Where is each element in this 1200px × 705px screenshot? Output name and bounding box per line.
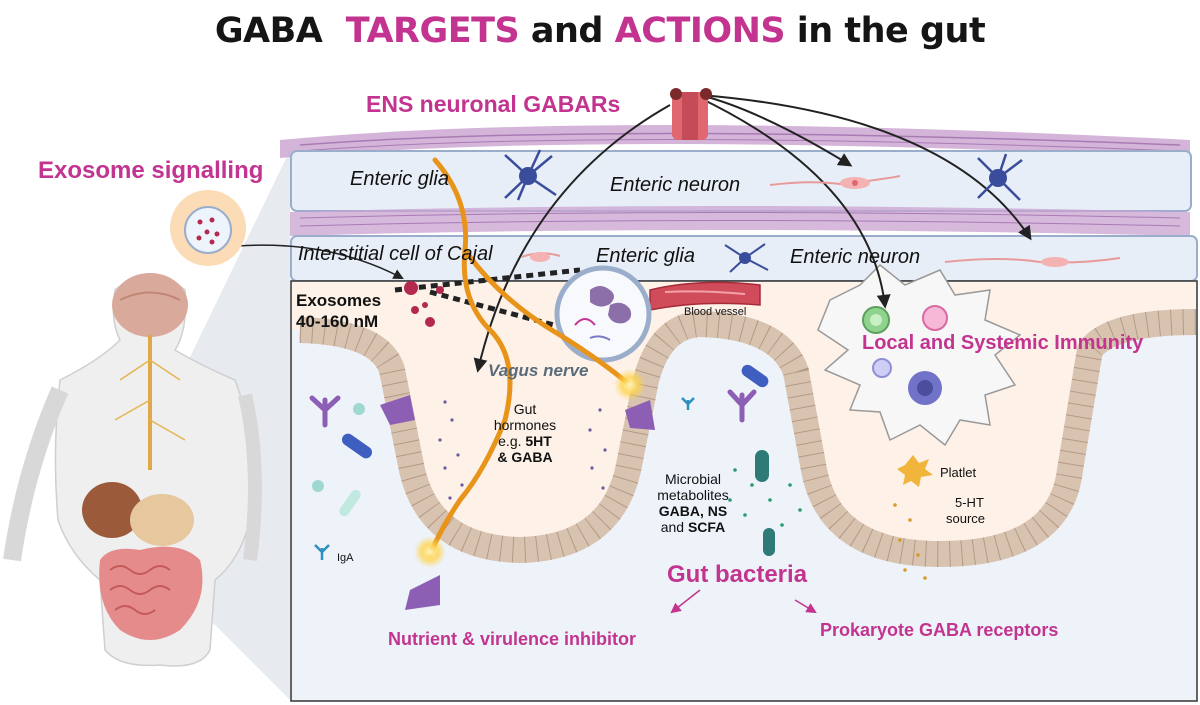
enteric-neuron-top-label: Enteric neuron [610, 174, 741, 196]
icc-label: Interstitial cell of Cajal [298, 243, 493, 265]
ht-source-line2: source [946, 511, 986, 526]
vagus-nerve-label: Vagus nerve [488, 361, 589, 380]
microbial-scfa: SCFA [687, 519, 726, 535]
blood-vessel-label: Blood vessel [684, 306, 747, 318]
microbial-line2: metabolites [657, 487, 729, 503]
platelet [897, 455, 933, 487]
bacteria-arrows [670, 589, 817, 614]
diagram-title: GABA TARGETS and ACTIONS in the gut [0, 12, 1200, 51]
gabar-channel [670, 88, 712, 140]
serotonin-particles [893, 503, 927, 580]
gut-hormones-5ht: 5HT [525, 433, 552, 449]
enteric-glia-top-label: Enteric glia [350, 168, 449, 190]
microbial-line1: Microbial [664, 471, 721, 487]
metabolite-particles [728, 468, 802, 527]
enteric-glia-top-cell [504, 149, 557, 201]
vagus-nerve [427, 157, 633, 558]
title-part-gut: in the gut [796, 11, 986, 51]
enteric-neuron-top-cell [769, 175, 901, 189]
gut-hormones-line2: hormones [493, 417, 557, 433]
gut-bacteria-label: Gut bacteria [667, 561, 808, 588]
ht-source-line1: 5-HT [955, 495, 984, 510]
exosome-signalling-icon [170, 190, 246, 266]
enteric-glia-mid-cell [724, 243, 769, 273]
nutrient-inhibitor-label: Nutrient & virulence inhibitor [388, 629, 637, 649]
exosome-signalling-label: Exosome signalling [38, 157, 264, 184]
title-part-gaba: GABA [214, 11, 323, 51]
vesicles [312, 403, 365, 492]
gut-hormones-line3: e.g. 5HT [482, 433, 568, 449]
enteric-glia-top-right-cell [977, 153, 1023, 201]
hormone-particles [438, 400, 607, 500]
platlet-label: Platlet [940, 465, 977, 480]
epithelium [299, 309, 1197, 568]
microbial-and: and [660, 519, 685, 535]
muscle-layer-middle [290, 206, 1190, 236]
prokaryote-receptors-label: Prokaryote GABA receptors [820, 620, 1059, 640]
iga-label: IgA [337, 552, 354, 564]
gut-hormones-eg: e.g. [498, 433, 522, 449]
gabar-arrows [473, 94, 1032, 373]
muscle-layer-top [280, 125, 1190, 158]
title-part-targets: TARGETS [345, 11, 520, 51]
microbial-line4: and SCFA [638, 519, 748, 535]
title-part-actions: ACTIONS [614, 11, 786, 51]
exosome-size-label: 40-160 nM [296, 312, 379, 331]
gut-hormones-line4: & GABA [497, 449, 553, 465]
immune-cells [862, 305, 948, 405]
enteric-neuron-mid-cell [944, 257, 1121, 267]
enteric-neuron-mid-label: Enteric neuron [790, 246, 921, 268]
nerve-ending-glow [414, 536, 446, 568]
exosome-arrow [237, 244, 404, 279]
exosome-zoom [554, 265, 652, 363]
enteroendocrine-cells [380, 395, 655, 610]
iga-antibody [314, 397, 695, 560]
microbial-line3: GABA, NS [658, 503, 728, 519]
ens-gabars-label: ENS neuronal GABARs [366, 91, 621, 117]
antibodies [309, 389, 757, 428]
bacteria [339, 364, 775, 556]
human-body-figure [3, 273, 262, 667]
exosomes-label: Exosomes [296, 291, 382, 310]
nerve-ending-glow [614, 369, 646, 401]
blood-vessel [649, 281, 761, 311]
exosome-particles [404, 281, 444, 327]
icc-cell [521, 252, 561, 262]
immunity-label: Local and Systemic Immunity [862, 332, 1144, 354]
gut-hormones-line1: Gut [513, 401, 537, 417]
enteric-glia-mid-label: Enteric glia [596, 245, 695, 267]
title-part-and: and [530, 11, 604, 51]
